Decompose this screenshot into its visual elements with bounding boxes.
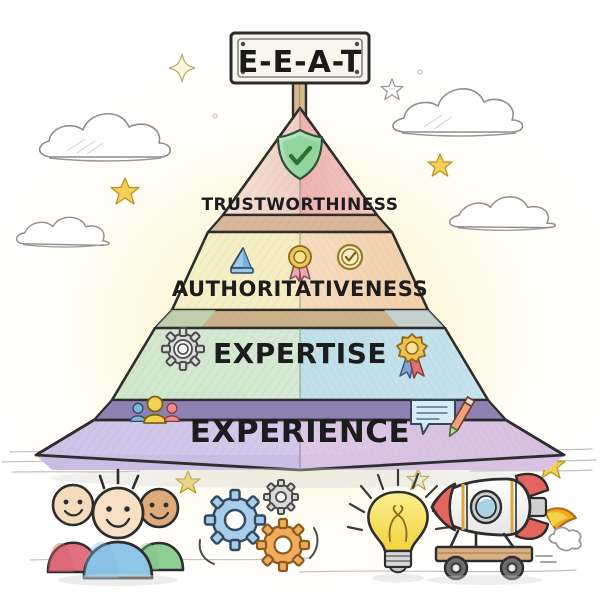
star-sparkle-upper-left — [168, 53, 196, 83]
star-upper-right-outline — [380, 78, 404, 101]
star-right-yellow — [427, 153, 453, 177]
people-trio-icon — [46, 468, 185, 586]
pyramid-layer-expertise[interactable] — [92, 326, 508, 422]
rocket-icon — [427, 472, 582, 585]
person-center — [82, 486, 154, 580]
rocket-flame — [544, 507, 577, 531]
cloud-mid-right — [449, 196, 557, 231]
cloud-top-left — [38, 112, 172, 162]
bulb-filament — [388, 505, 408, 542]
dot-speck-right — [417, 69, 423, 75]
star-ground-left — [175, 470, 201, 494]
pyramid-shadow — [50, 468, 550, 488]
pyramid-layer-experience[interactable] — [34, 418, 566, 472]
bulb-base — [383, 549, 413, 574]
rosette-ribbon-icon — [288, 245, 312, 282]
star-ground-mid — [406, 468, 430, 491]
shield-check-icon — [276, 128, 324, 181]
star-left-yellow — [110, 177, 140, 205]
smoke-puff — [548, 526, 582, 552]
cloud-top-right — [392, 88, 524, 137]
award-badge-icon — [230, 247, 254, 274]
people-group-icon — [129, 395, 181, 424]
excitement-marks — [98, 468, 140, 490]
cloud-mid-left — [15, 216, 110, 248]
gear-motion-arcs — [198, 527, 319, 565]
gears-icon — [198, 479, 319, 573]
speech-bubble-pencil-icon — [410, 395, 476, 438]
verified-check-icon — [336, 243, 364, 271]
pyramid-layer-trustworthiness[interactable] — [206, 106, 394, 234]
gear-icon — [161, 327, 205, 371]
speed-lines — [535, 555, 557, 563]
dot-speck-left — [212, 113, 218, 119]
rocket-cart — [434, 529, 534, 581]
ribbon-award-icon — [396, 333, 428, 379]
